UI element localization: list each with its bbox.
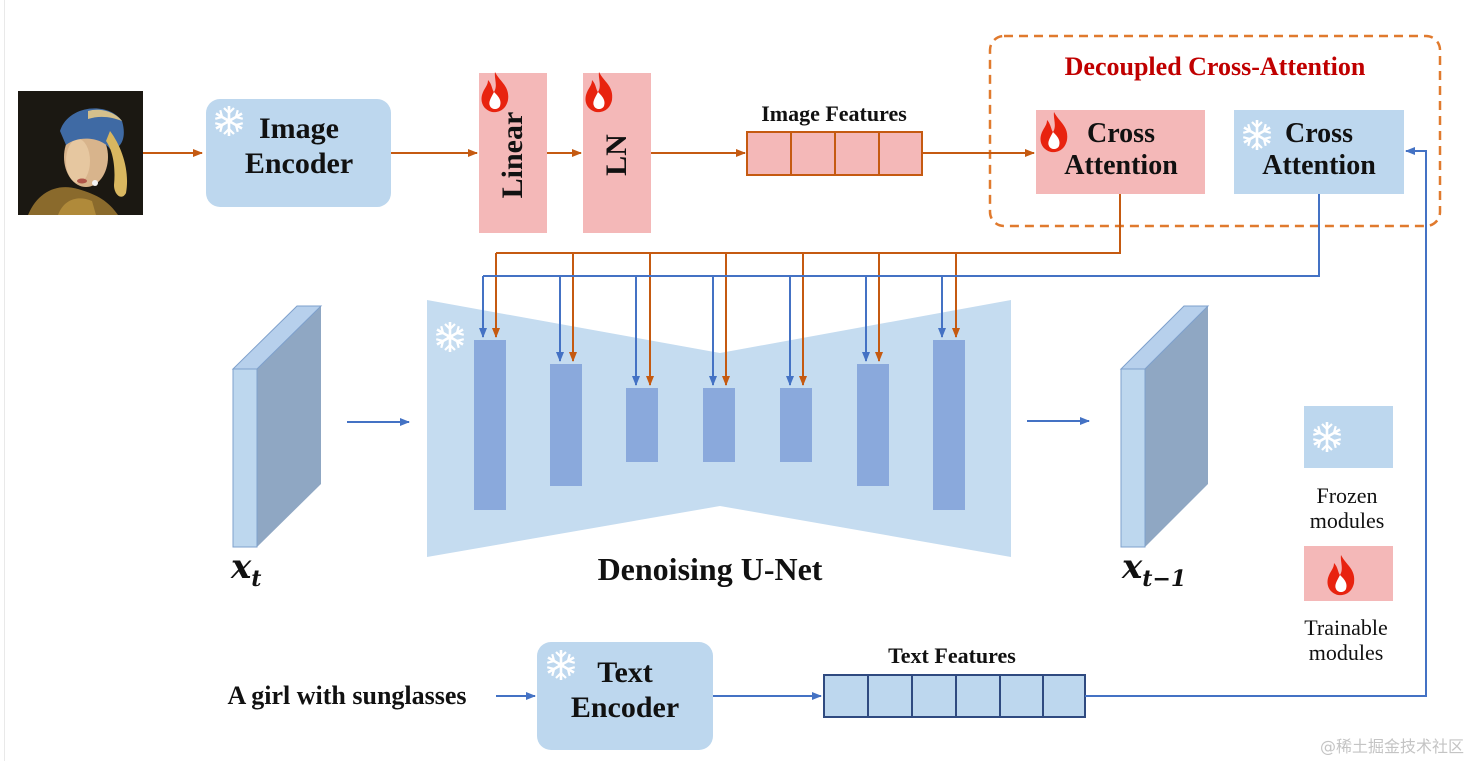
arrow-text-features-to-cross-attention <box>1085 147 1427 697</box>
image-encoder-snowflake-icon <box>212 104 246 143</box>
legend-flame-icon <box>1324 553 1358 602</box>
legend-snowflake-icon <box>1310 420 1344 459</box>
linear-flame-icon <box>478 70 512 119</box>
input-latent-slab <box>231 305 323 548</box>
text-encoder-snowflake-icon <box>544 648 578 687</box>
input-latent-label: xt <box>231 547 262 592</box>
watermark-text: @稀土掘金技术社区 <box>1319 737 1464 756</box>
unet-blocks <box>474 340 965 510</box>
legend-trainable-line2: modules <box>1308 640 1384 666</box>
decoupled-cross-attention-title: Decoupled Cross-Attention <box>1064 52 1366 81</box>
text-cross-attention-box <box>1234 110 1404 194</box>
text-ca-line1: Cross <box>1285 118 1353 149</box>
legend-trainable-label: Trainable modules <box>1278 615 1414 666</box>
text-encoder-box <box>537 642 713 750</box>
output-latent-slab <box>1119 305 1210 548</box>
legend-frozen-line2: modules <box>1309 508 1385 534</box>
image-ca-line1: Cross <box>1087 118 1155 149</box>
unet-label: Denoising U-Net <box>597 551 823 587</box>
text-prompt: A girl with sunglasses <box>227 681 467 710</box>
page-left-rule <box>4 0 5 761</box>
legend-frozen-line1: Frozen <box>1316 483 1378 508</box>
image-encoder-box <box>206 99 391 207</box>
image-encoder-line1: Image <box>259 112 339 145</box>
legend-trainable-line1: Trainable <box>1304 615 1388 640</box>
text-encoder-line1: Text <box>597 656 653 689</box>
text-encoder-label: Text Encoder <box>562 656 688 725</box>
text-features-token-row <box>823 674 1086 718</box>
image-encoder-label: Image Encoder <box>236 112 362 181</box>
text-features-label: Text Features <box>888 643 1016 668</box>
legend-frozen-swatch <box>1304 406 1393 468</box>
output-latent-label: xt−1 <box>1122 547 1187 592</box>
text-cross-attention-snowflake-icon <box>1240 118 1274 157</box>
unet-snowflake-icon <box>433 320 467 359</box>
image-attention-injection-lines <box>492 194 1121 386</box>
linear-label: Linear <box>496 111 529 199</box>
image-cross-attention-box <box>1036 110 1205 194</box>
input-portrait-image <box>18 91 143 215</box>
ln-flame-icon <box>582 70 616 119</box>
text-encoder-line2: Encoder <box>570 690 680 724</box>
output-latent-subscript: t−1 <box>1142 565 1187 592</box>
image-encoder-line2: Encoder <box>244 146 354 180</box>
image-features-token-row <box>746 131 923 176</box>
output-latent-x: x <box>1122 547 1143 587</box>
ln-label: LN <box>600 134 633 176</box>
image-features-label: Image Features <box>761 101 907 126</box>
cross-attention-flame-icon <box>1037 110 1071 159</box>
text-ca-line2: Attention <box>1262 150 1376 182</box>
image-ca-line2: Attention <box>1064 150 1178 182</box>
text-cross-attention-label: Cross Attention <box>1244 118 1394 182</box>
input-latent-subscript: t <box>251 565 262 592</box>
legend-frozen-label: Frozen modules <box>1282 483 1412 534</box>
text-attention-injection-lines <box>479 194 1320 386</box>
image-cross-attention-label: Cross Attention <box>1046 118 1196 182</box>
decoupled-cross-attention-frame <box>988 34 1442 228</box>
input-latent-x: x <box>231 547 252 587</box>
